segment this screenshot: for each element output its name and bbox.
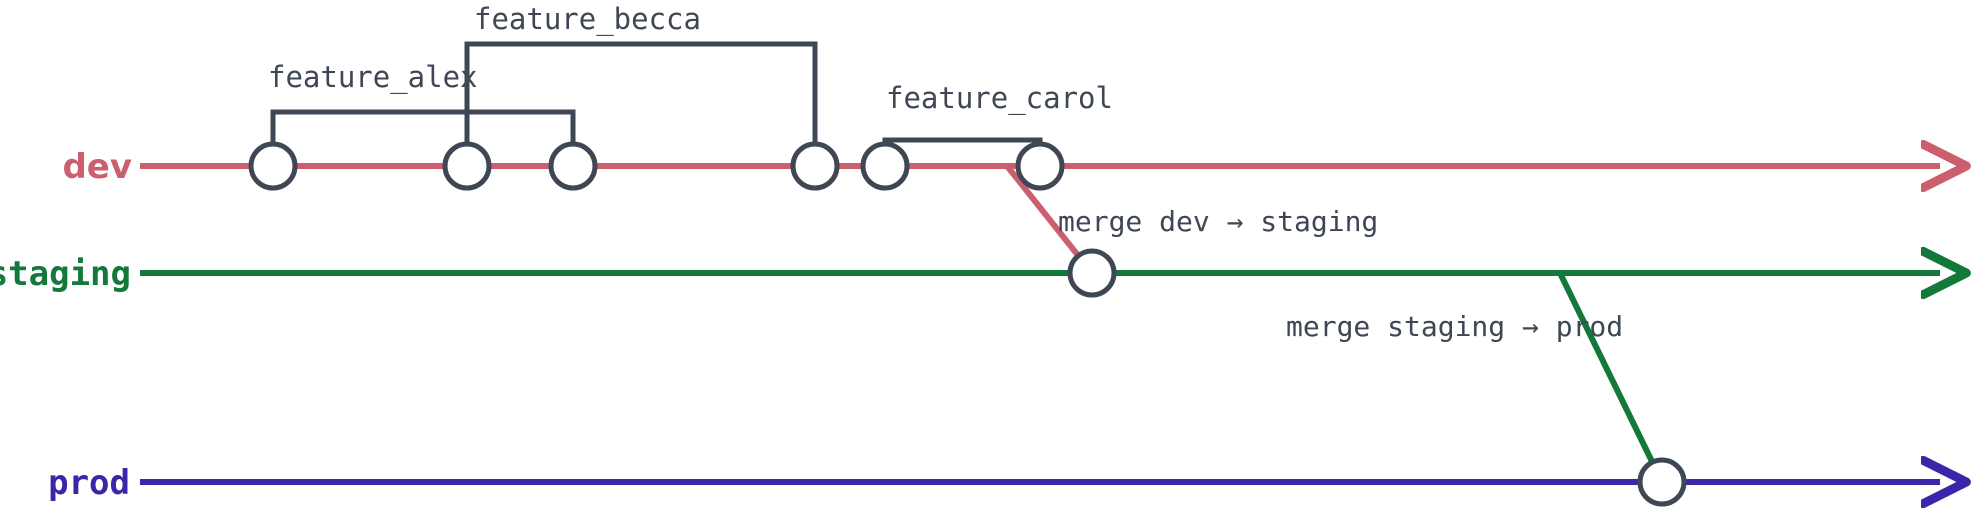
branch-label-prod: prod [48,463,130,503]
merge-commit-node-prod[interactable] [1637,457,1687,507]
branch-lane-dev: dev [62,147,1940,187]
feature-bracket-feature-carol: feature_carol [882,81,1113,166]
merge-commit-node-staging[interactable] [1067,248,1117,298]
commit-node[interactable] [442,141,492,191]
commit-node[interactable] [790,141,840,191]
branch-lane-staging: staging [0,254,1940,294]
merge-staging-prod-label: merge staging → prod [1286,310,1623,343]
merge-dev-staging-label: merge dev → staging [1058,205,1378,238]
feature-alex-bracket-path [270,109,576,166]
merge-staging-prod-line [1557,271,1665,484]
feature-bracket-feature-becca: feature_becca [464,2,818,166]
feature-bracket-feature-alex: feature_alex [268,60,576,166]
commit-node[interactable] [548,141,598,191]
feature-carol-label: feature_carol [886,81,1113,116]
commit-node[interactable] [248,141,298,191]
commit-node[interactable] [1015,141,1065,191]
commit-node[interactable] [860,141,910,191]
feature-becca-bracket-path [464,41,818,166]
merge-edge-staging-to-prod [1557,271,1665,484]
branch-label-dev: dev [62,147,132,187]
feature-alex-label: feature_alex [268,60,478,95]
feature-becca-label: feature_becca [474,2,701,37]
branch-label-staging: staging [0,254,131,294]
